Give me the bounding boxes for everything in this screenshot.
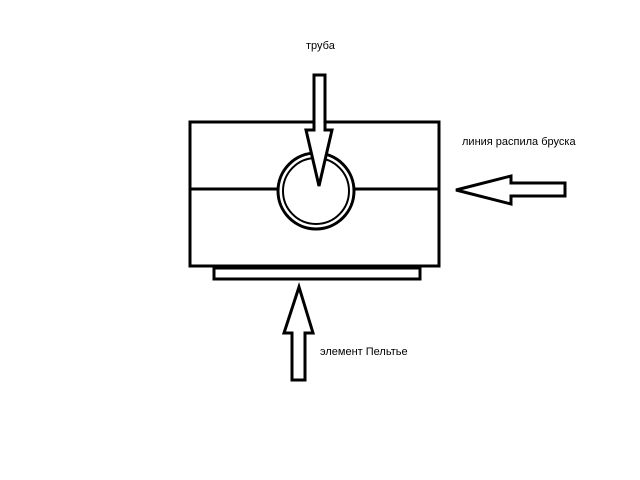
peltier-arrow — [281, 282, 316, 382]
cut-line-label: линия распила бруска — [462, 136, 576, 148]
pipe-arrow — [304, 73, 334, 187]
peltier-label: элемент Пельтье — [320, 346, 408, 358]
peltier-plate — [212, 266, 422, 281]
cut-line-arrow — [455, 174, 567, 206]
pipe-label: труба — [306, 40, 335, 52]
